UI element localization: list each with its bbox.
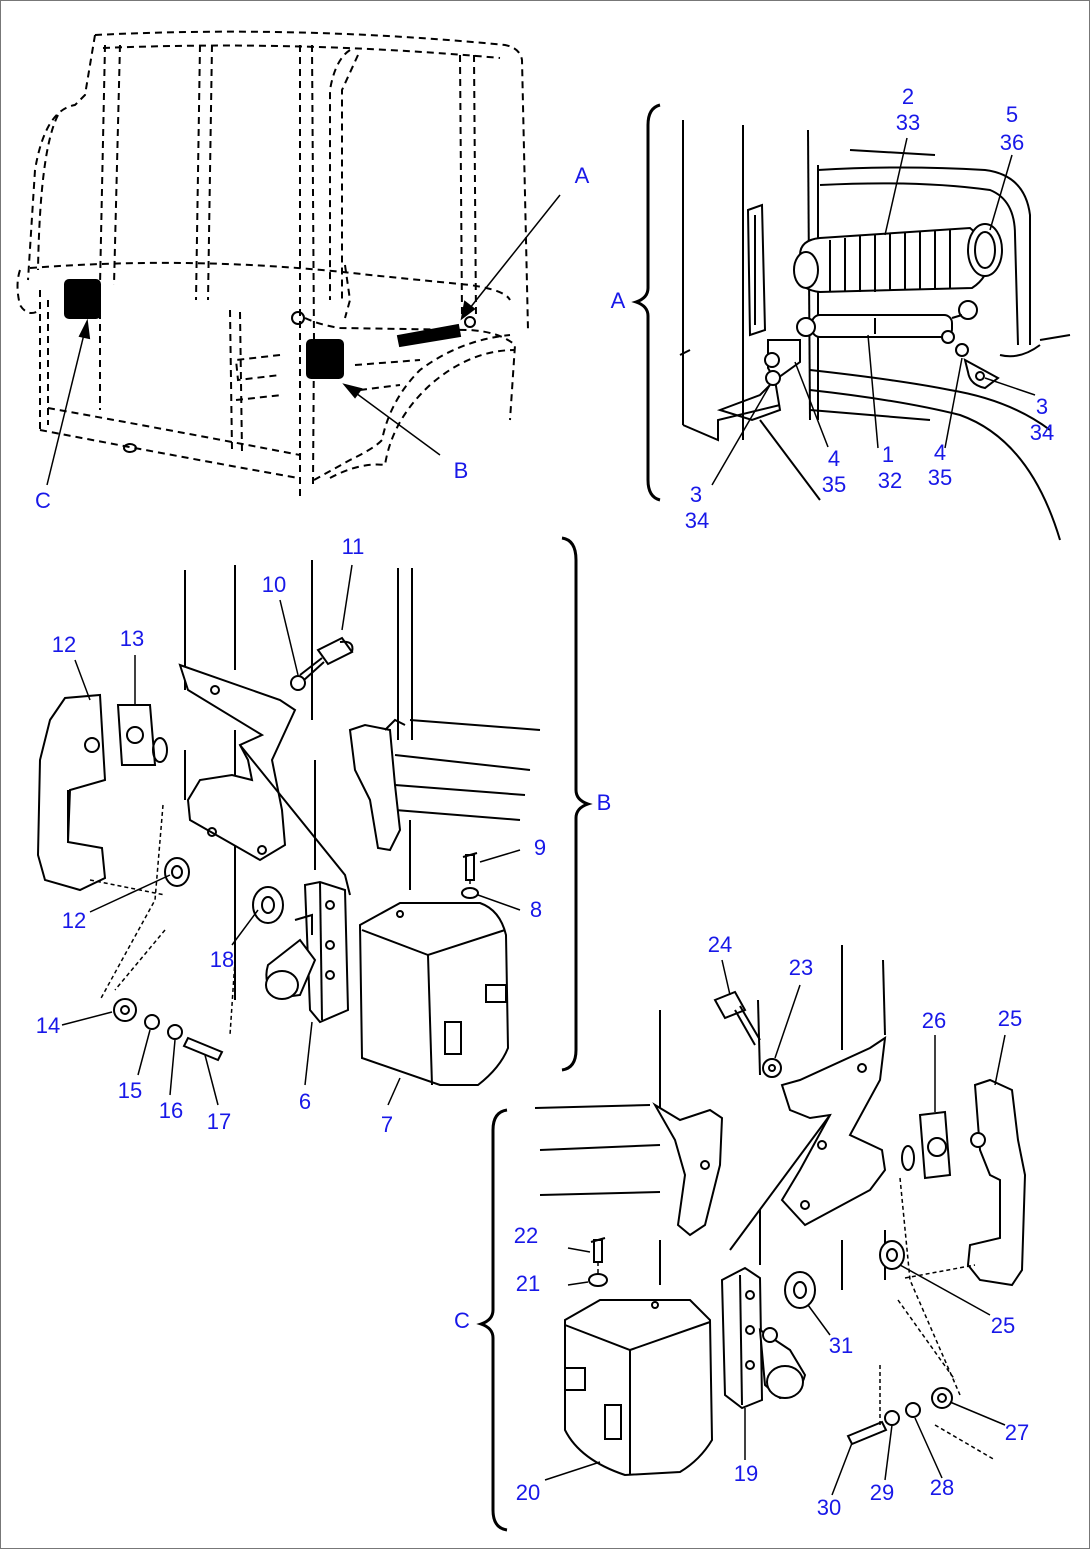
callout-20: 20 <box>516 1480 540 1505</box>
callout-32: 32 <box>878 468 902 493</box>
callout-35-right: 35 <box>928 465 952 490</box>
callout-19: 19 <box>734 1461 758 1486</box>
callout-4-right: 4 <box>934 440 946 465</box>
callout-3-left: 3 <box>690 482 702 507</box>
callout-12-bottom: 12 <box>62 908 86 933</box>
view-label-a-detail: A <box>611 288 626 313</box>
lock-cover-7 <box>358 902 510 1086</box>
callout-2: 2 <box>902 84 914 109</box>
detail-b-lock <box>36 536 593 1106</box>
callout-14: 14 <box>36 1013 60 1038</box>
boot-ring <box>967 223 1003 277</box>
callout-9: 9 <box>534 835 546 860</box>
callout-31: 31 <box>829 1333 853 1358</box>
door-lock-6 <box>265 880 350 1024</box>
callout-11: 11 <box>342 534 365 559</box>
view-label-c-detail: C <box>454 1308 470 1333</box>
roller <box>252 886 284 924</box>
lock-cover-20 <box>564 1299 714 1477</box>
lock-position-c-marker <box>64 279 101 319</box>
callout-26: 26 <box>922 1008 946 1033</box>
callout-36: 36 <box>1000 130 1024 155</box>
callout-18: 18 <box>210 947 234 972</box>
callout-25-bottom: 25 <box>991 1313 1015 1338</box>
callout-30: 30 <box>817 1495 841 1520</box>
callout-12-top: 12 <box>52 632 76 657</box>
callout-34-left: 34 <box>685 508 709 533</box>
cab-overview <box>16 30 561 500</box>
callout-6: 6 <box>299 1089 311 1114</box>
callout-28: 28 <box>930 1475 954 1500</box>
callout-34-right: 34 <box>1030 420 1054 445</box>
callout-22: 22 <box>514 1223 538 1248</box>
door-lock-19 <box>720 1266 807 1410</box>
callout-3-right: 3 <box>1036 394 1048 419</box>
view-label-b-arrow: B <box>454 458 469 483</box>
callout-4-left: 4 <box>828 446 840 471</box>
gas-spring <box>811 314 953 338</box>
detail-a-damper <box>631 103 1071 541</box>
handle-plate-c <box>966 1078 1027 1287</box>
view-label-c-arrow: C <box>35 488 51 513</box>
callout-1: 1 <box>882 442 894 467</box>
callout-24: 24 <box>708 932 732 957</box>
callout-17: 17 <box>207 1109 231 1134</box>
bolt-24 <box>713 990 761 1046</box>
callout-8: 8 <box>530 897 542 922</box>
callout-16: 16 <box>159 1098 183 1123</box>
callout-27: 27 <box>1005 1420 1029 1445</box>
callout-5: 5 <box>1006 102 1018 127</box>
bolt-11 <box>299 636 354 681</box>
callout-labels: A B C A B C 2 33 5 36 3 34 4 35 1 32 4 3… <box>35 84 1054 1520</box>
callout-29: 29 <box>870 1480 894 1505</box>
callout-21: 21 <box>516 1271 540 1296</box>
view-label-b-detail: B <box>597 790 612 815</box>
callout-13: 13 <box>120 626 144 651</box>
callout-23: 23 <box>789 955 813 980</box>
protective-boot <box>793 226 992 294</box>
callout-33: 33 <box>896 110 920 135</box>
roller-c <box>784 1271 816 1309</box>
lock-position-b-marker <box>306 339 344 379</box>
callout-10: 10 <box>262 572 286 597</box>
callout-15: 15 <box>118 1078 142 1103</box>
view-label-a-arrow: A <box>575 163 590 188</box>
callout-25-top: 25 <box>998 1006 1022 1031</box>
detail-c-lock <box>476 945 1027 1532</box>
damper-position-a-marker <box>396 323 462 348</box>
callout-35-left: 35 <box>822 472 846 497</box>
callout-7: 7 <box>381 1112 393 1137</box>
